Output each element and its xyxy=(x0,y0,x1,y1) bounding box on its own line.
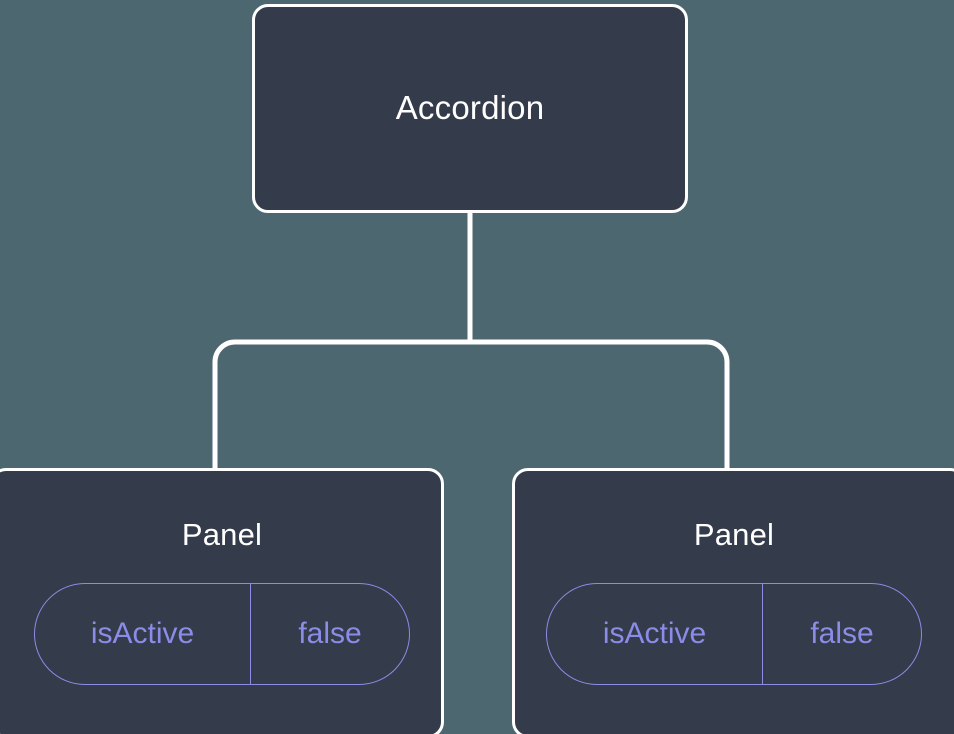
node-panel-2-content: Panel isActive false xyxy=(510,517,954,686)
node-panel-2-state-value: false xyxy=(762,584,921,685)
node-accordion[interactable]: Accordion xyxy=(252,4,688,213)
node-panel-1-content: Panel isActive false xyxy=(0,517,446,686)
node-panel-1-state-key: isActive xyxy=(90,617,195,651)
connector-elbow-right xyxy=(470,339,730,470)
connector-elbow-left xyxy=(212,339,470,470)
node-panel-1-state-pill[interactable]: isActive false xyxy=(34,583,410,686)
node-accordion-title: Accordion xyxy=(395,89,545,127)
node-panel-2-state-key: isActive xyxy=(602,617,707,651)
node-panel-2-state-pill[interactable]: isActive false xyxy=(546,583,922,686)
node-panel-1-state-value: false xyxy=(250,584,409,685)
node-panel-2-title: Panel xyxy=(693,517,775,552)
node-panel-1[interactable]: Panel isActive false xyxy=(0,468,444,734)
node-panel-1-title: Panel xyxy=(181,517,263,552)
node-panel-2[interactable]: Panel isActive false xyxy=(512,468,954,734)
